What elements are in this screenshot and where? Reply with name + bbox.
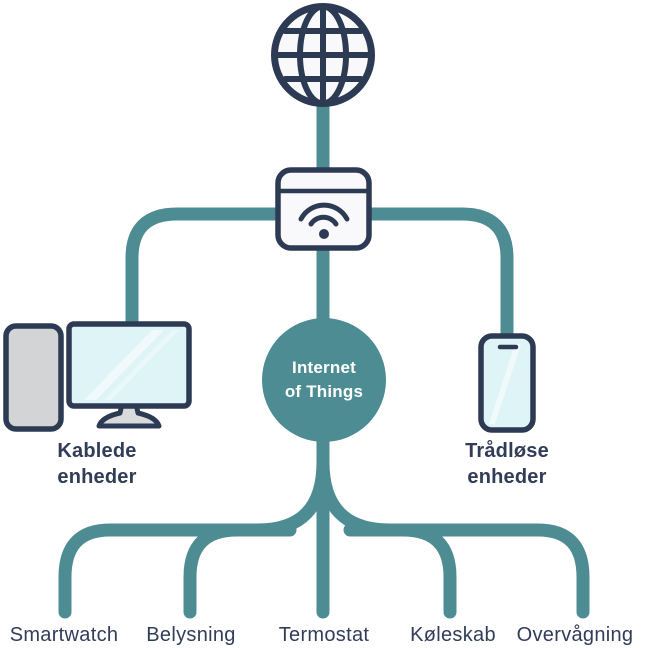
iot-hub-label: Internet of Things [285,356,363,404]
device-label-overvaagning: Overvågning [516,624,634,646]
wireless-devices-label: Trådløse enheder [465,440,549,488]
globe-icon [271,3,375,107]
iot-hub-label-line2: of Things [284,382,364,401]
monitor-glare-2 [104,330,179,400]
iot-hub-label-line1: Internet [292,358,356,377]
device-label-smartwatch: Smartwatch [9,624,119,646]
monitor-stand [96,401,162,429]
connectors [58,88,590,619]
device-label-koeleskab: Køleskab [410,624,496,646]
wifi-router-icon [275,167,372,251]
connector-branch-koeleskab [343,523,457,619]
monitor-icon [66,321,192,429]
connector-branch-smartwatch [58,455,330,619]
connector-router-to-wired-devices [125,207,290,339]
smartphone-icon [478,333,536,433]
phone-glare [489,344,521,424]
connector-branch-belysning [183,523,297,619]
wifi-inner-arc [308,214,339,227]
device-label-termostat: Termostat [278,624,370,646]
connector-router-to-wireless-devices [358,207,514,349]
monitor-glare [84,330,164,400]
device-label-belysning: Belysning [146,624,236,646]
wifi-dot [319,229,329,239]
tablet-icon [3,323,64,432]
tablet-body [3,323,64,432]
iot-hub-circle [262,318,386,442]
wifi-outer-arc [298,202,350,222]
wired-devices-label: Kablede enheder [57,440,137,488]
